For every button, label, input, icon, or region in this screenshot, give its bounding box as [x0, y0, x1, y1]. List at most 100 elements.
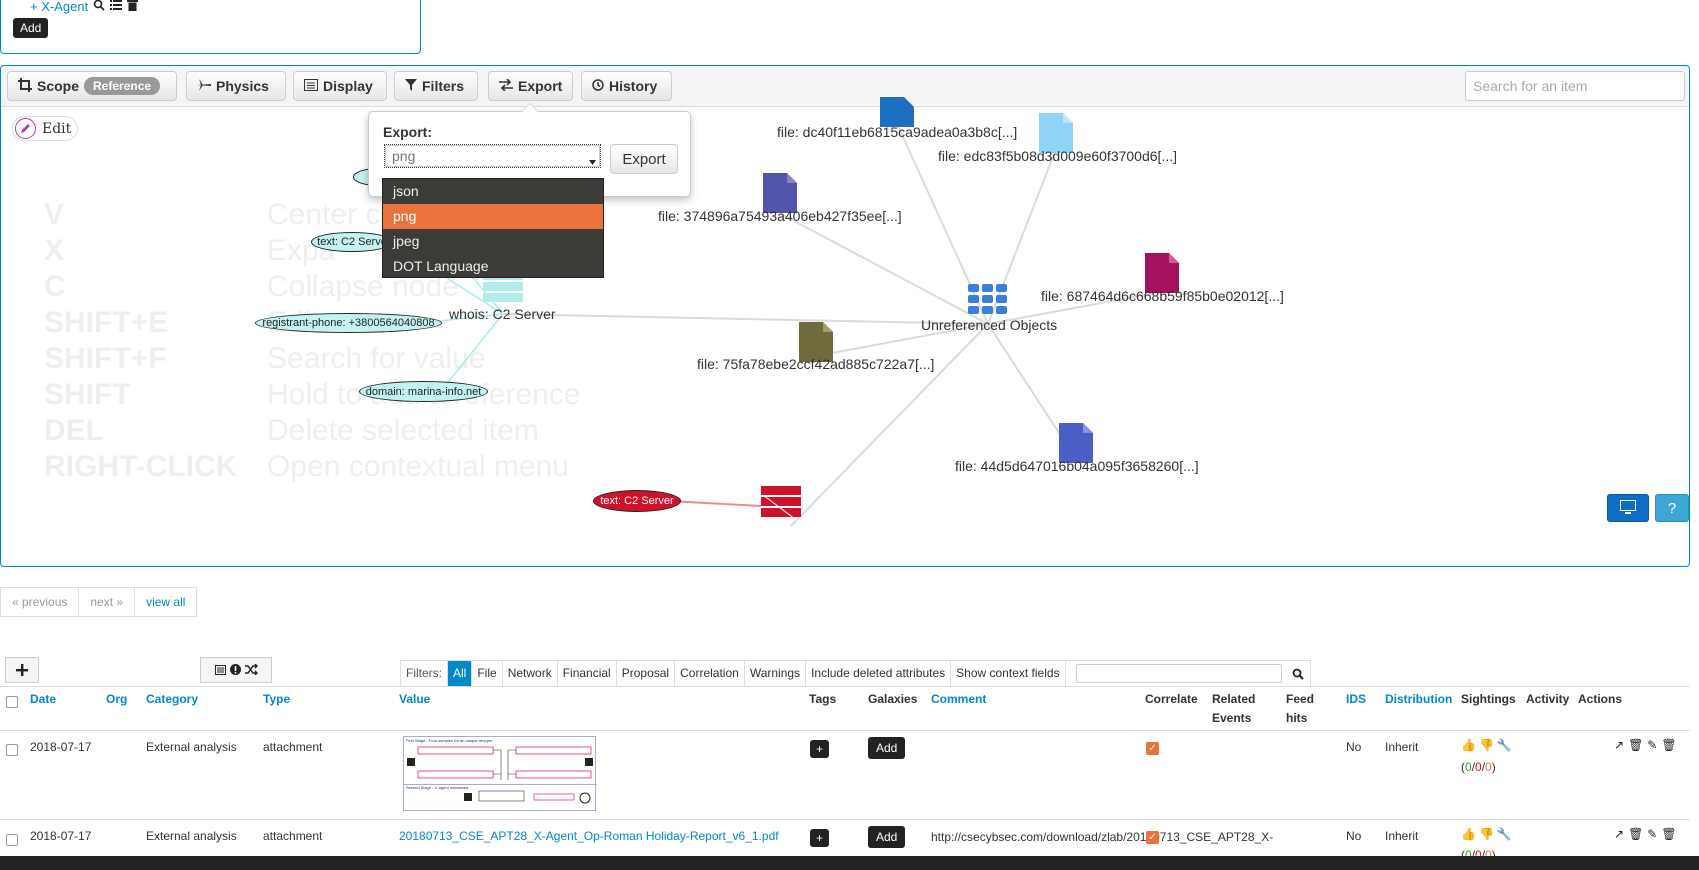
- random-icon[interactable]: [244, 663, 258, 678]
- row-checkbox[interactable]: [6, 744, 18, 756]
- add-galaxy-button[interactable]: Add: [868, 737, 906, 759]
- filter-context-fields[interactable]: Show context fields: [951, 661, 1066, 686]
- col-ids[interactable]: IDS: [1346, 692, 1367, 706]
- filter-proposal[interactable]: Proposal: [617, 661, 676, 686]
- thumbs-down-icon[interactable]: 👎: [1478, 827, 1494, 841]
- export-button[interactable]: Export: [488, 71, 573, 101]
- warning-icon[interactable]: [229, 663, 241, 678]
- row-actions: ↗🗑✎🗑: [1614, 738, 1677, 752]
- col-comment[interactable]: Comment: [931, 692, 987, 706]
- attachment-thumbnail[interactable]: First Stage - Four samples for an unique…: [403, 736, 597, 811]
- col-date[interactable]: Date: [30, 692, 57, 706]
- trash-icon[interactable]: 🗑: [1628, 827, 1644, 841]
- cell-ids: No: [1346, 829, 1362, 843]
- thumbs-down-icon[interactable]: 👎: [1478, 738, 1494, 752]
- history-label: History: [609, 78, 658, 94]
- view-all-link[interactable]: view all: [146, 595, 186, 609]
- add-xagent[interactable]: + X-Agent: [30, 0, 139, 14]
- add-tag-button[interactable]: +: [810, 829, 830, 847]
- filter-network[interactable]: Network: [503, 661, 558, 686]
- file-icon[interactable]: [799, 322, 833, 365]
- file-icon[interactable]: [1059, 423, 1093, 466]
- help-button[interactable]: ?: [1655, 494, 1689, 522]
- dropdown-option-png[interactable]: png: [383, 204, 603, 229]
- col-type[interactable]: Type: [263, 692, 291, 706]
- add-galaxy-button[interactable]: Add: [868, 826, 906, 848]
- filters-button[interactable]: Filters: [394, 71, 478, 101]
- file-icon[interactable]: [1145, 253, 1179, 296]
- delete-icon[interactable]: 🗑: [1661, 827, 1677, 841]
- col-distribution[interactable]: Distribution: [1385, 692, 1453, 706]
- share-icon[interactable]: ↗: [1614, 738, 1625, 752]
- filter-include-deleted[interactable]: Include deleted attributes: [806, 661, 952, 686]
- filter-correlation[interactable]: Correlation: [675, 661, 745, 686]
- edit-toggle[interactable]: Edit: [12, 116, 78, 141]
- cell-distribution: Inherit: [1385, 829, 1419, 843]
- history-icon: [592, 78, 604, 94]
- list-alt-icon[interactable]: [214, 663, 226, 678]
- add-attribute-button[interactable]: [5, 657, 39, 683]
- node-label: file: 44d5d647016b04a095f3658260[...]: [955, 458, 1199, 474]
- hint-text: Search for value: [267, 342, 486, 375]
- select-all-checkbox[interactable]: [6, 696, 18, 708]
- add-tag-button[interactable]: +: [810, 740, 830, 758]
- search-icon[interactable]: [93, 0, 105, 14]
- cell-ids: No: [1346, 740, 1362, 754]
- physics-button[interactable]: Physics: [186, 71, 286, 101]
- correlate-checkbox[interactable]: ✓: [1146, 831, 1159, 844]
- attribute-node[interactable]: text: C2 Serve: [311, 232, 393, 252]
- display-button[interactable]: Display: [293, 71, 387, 101]
- node-label: file: 687464d6c668b59f85b0e02012[...]: [1041, 288, 1284, 304]
- file-icon[interactable]: [763, 173, 797, 216]
- grid-icon[interactable]: [968, 284, 1008, 319]
- filter-warnings[interactable]: Warnings: [745, 661, 807, 686]
- share-icon[interactable]: ↗: [1614, 827, 1625, 841]
- thumbs-up-icon[interactable]: 👍: [1461, 738, 1476, 752]
- search-icon[interactable]: [1292, 661, 1310, 686]
- row-checkbox[interactable]: [6, 834, 18, 846]
- node-label: Unreferenced Objects: [921, 317, 1058, 333]
- node-label: file: 374896a75493a406eb427f35ee[...]: [658, 208, 902, 224]
- next-page[interactable]: next »: [79, 588, 136, 616]
- graph-search-input[interactable]: Search for an item: [1465, 71, 1685, 101]
- server-icon[interactable]: [761, 486, 801, 525]
- edit-icon[interactable]: ✎: [1647, 827, 1658, 841]
- scope-badge: Reference: [84, 77, 161, 95]
- attribute-node[interactable]: text: C2 Server: [593, 490, 681, 512]
- thumbs-up-icon[interactable]: 👍: [1461, 827, 1476, 841]
- dropdown-option-dot[interactable]: DOT Language: [393, 258, 489, 274]
- correlate-checkbox[interactable]: ✓: [1146, 742, 1159, 755]
- edit-icon[interactable]: ✎: [1647, 738, 1658, 752]
- col-category[interactable]: Category: [146, 692, 199, 706]
- trash-icon[interactable]: 🗑: [1628, 738, 1644, 752]
- dropdown-option-jpeg[interactable]: jpeg: [393, 233, 420, 249]
- filter-all[interactable]: All: [448, 661, 473, 686]
- filter-financial[interactable]: Financial: [558, 661, 617, 686]
- col-value[interactable]: Value: [399, 692, 431, 706]
- list-icon[interactable]: [110, 0, 123, 14]
- export-confirm-button[interactable]: Export: [610, 144, 678, 174]
- wrench-icon[interactable]: 🔧: [1496, 738, 1512, 752]
- fullscreen-button[interactable]: [1607, 494, 1649, 522]
- attribute-node[interactable]: registrant-phone: +3800564040808: [255, 313, 442, 333]
- scope-button[interactable]: Scope Reference: [7, 71, 177, 101]
- file-icon[interactable]: [880, 97, 914, 130]
- trash-icon[interactable]: [127, 0, 139, 14]
- attribute-search-input[interactable]: [1075, 664, 1282, 684]
- file-icon[interactable]: [1039, 113, 1073, 156]
- add-xagent-link[interactable]: + X-Agent: [30, 0, 89, 14]
- prev-page[interactable]: « previous: [1, 588, 80, 616]
- wrench-icon[interactable]: 🔧: [1496, 827, 1512, 841]
- add-button[interactable]: Add: [13, 18, 49, 38]
- export-format-select[interactable]: png: [382, 142, 603, 170]
- hint-key: X: [44, 234, 65, 267]
- hint-text: Center c: [267, 198, 381, 231]
- attribute-node[interactable]: domain: marina-info.net: [359, 381, 488, 402]
- filter-file[interactable]: File: [472, 661, 503, 686]
- history-button[interactable]: History: [581, 71, 672, 101]
- row-actions: ↗🗑✎🗑: [1614, 827, 1677, 841]
- col-org[interactable]: Org: [106, 692, 128, 706]
- attachment-link[interactable]: 20180713_CSE_APT28_X-Agent_Op-Roman Holi…: [399, 829, 779, 843]
- dropdown-option-json[interactable]: json: [393, 183, 419, 199]
- delete-icon[interactable]: 🗑: [1661, 738, 1677, 752]
